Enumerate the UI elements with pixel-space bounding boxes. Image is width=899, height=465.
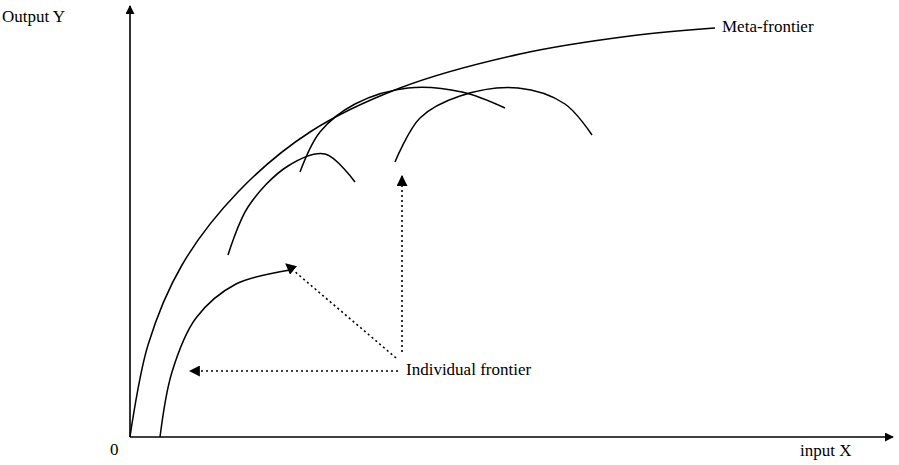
frontier-curves: [130, 28, 715, 437]
leader-arrow: [190, 370, 398, 372]
meta-frontier-curve: [130, 28, 715, 437]
individual-frontier-curve: [160, 270, 290, 437]
y-axis: [129, 6, 131, 437]
individual-frontier-curve: [395, 88, 592, 162]
individual-frontier-curve: [228, 154, 355, 255]
x-axis: [130, 436, 893, 438]
curve-label: Individual frontier: [406, 361, 531, 380]
curve-label: Meta-frontier: [722, 18, 814, 37]
axis-origin: 0: [110, 441, 119, 460]
axis-title: Output Y: [2, 8, 65, 27]
axes: [130, 6, 893, 437]
leader-arrow: [286, 264, 396, 358]
leader-arrows: [190, 176, 402, 371]
leader-arrow: [401, 176, 403, 352]
individual-frontier-curve: [300, 87, 505, 172]
axis-title: input X: [800, 442, 851, 461]
